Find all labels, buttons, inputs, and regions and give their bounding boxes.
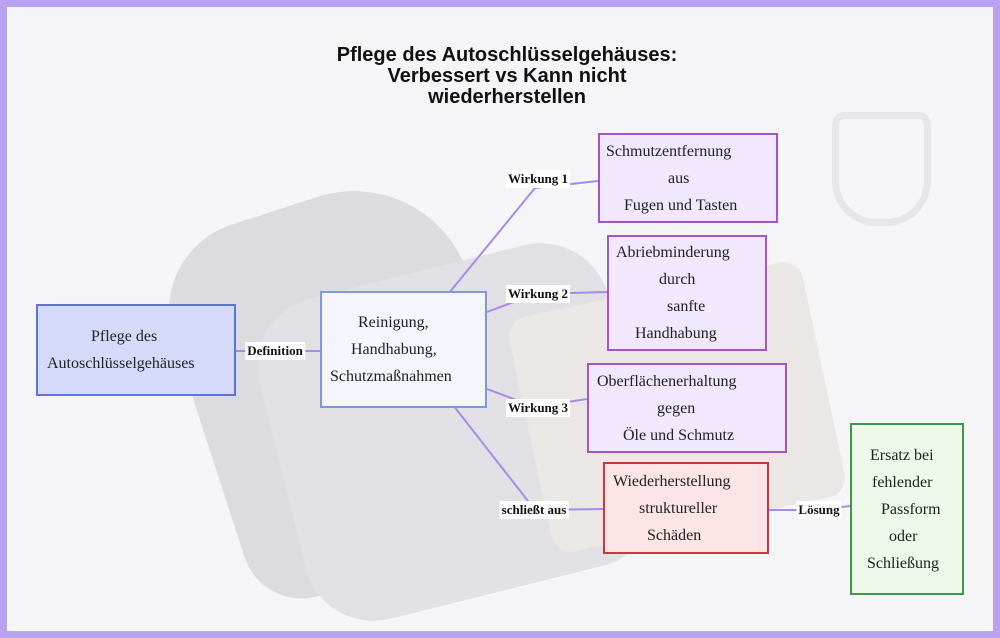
diagram-title: Pflege des Autoschlüsselgehäuses: Verbes… xyxy=(257,45,757,108)
node-abriebminderung: Abriebminderung durch sanfte Handhabung xyxy=(607,235,767,351)
title-line-1: Pflege des Autoschlüsselgehäuses: xyxy=(336,44,678,66)
node-text: oder xyxy=(889,527,918,545)
edge-label-definition: Definition xyxy=(245,342,305,360)
node-text: Oberflächenerhaltung xyxy=(597,372,737,390)
node-text: sanfte xyxy=(667,298,706,315)
node-text: aus xyxy=(668,169,690,187)
node-text: Abriebminderung xyxy=(616,244,730,261)
node-oberflaechenerhaltung: Oberflächenerhaltung gegen Öle und Schmu… xyxy=(587,363,787,453)
edge-label-wirkung3: Wirkung 3 xyxy=(505,399,571,417)
node-schmutzentfernung: Schmutzentfernung aus Fugen und Tasten xyxy=(598,133,778,223)
edge-label-schliesst-aus: schließt aus xyxy=(499,501,569,519)
node-ersatz: Ersatz bei fehlender Passform oder Schli… xyxy=(850,423,964,595)
node-text: Schutzmaßnahmen xyxy=(330,368,452,385)
node-text: Schmutzentfernung xyxy=(606,142,732,160)
node-text: Öle und Schmutz xyxy=(623,426,735,444)
node-text: Reinigung, xyxy=(358,314,429,331)
node-text: Pflege des xyxy=(91,328,158,345)
node-text: Autoschlüsselgehäuses xyxy=(47,355,195,372)
node-text: gegen xyxy=(657,399,696,417)
edge-label-loesung: Lösung xyxy=(796,501,842,519)
edge-wirkung1 xyxy=(448,180,599,294)
node-text: Fugen und Tasten xyxy=(624,196,738,214)
node-text: struktureller xyxy=(639,499,718,517)
node-text: durch xyxy=(659,271,696,288)
node-text: Schäden xyxy=(647,526,702,544)
title-line-2: Verbessert vs Kann nicht xyxy=(387,65,627,87)
node-text: Handhabung, xyxy=(351,341,437,358)
node-text: Schließung xyxy=(867,554,939,572)
node-text: fehlender xyxy=(872,473,933,491)
node-text: Passform xyxy=(881,500,941,518)
node-text: Wiederherstellung xyxy=(613,472,731,490)
background-shield-icon xyxy=(832,112,931,226)
edge-label-wirkung1: Wirkung 1 xyxy=(505,170,571,188)
node-pflege: Pflege des Autoschlüsselgehäuses xyxy=(36,304,236,396)
edge-label-wirkung2: Wirkung 2 xyxy=(505,285,571,303)
node-text: Ersatz bei xyxy=(870,446,934,464)
title-line-3: wiederherstellen xyxy=(428,86,586,108)
node-reinigung: Reinigung, Handhabung, Schutzmaßnahmen xyxy=(320,291,487,408)
node-text: Handhabung xyxy=(635,325,717,342)
diagram-canvas: Pflege des Autoschlüsselgehäuses: Verbes… xyxy=(7,7,993,631)
edge-schliesst-aus xyxy=(452,404,604,512)
node-wiederherstellung: Wiederherstellung struktureller Schäden xyxy=(603,462,769,554)
